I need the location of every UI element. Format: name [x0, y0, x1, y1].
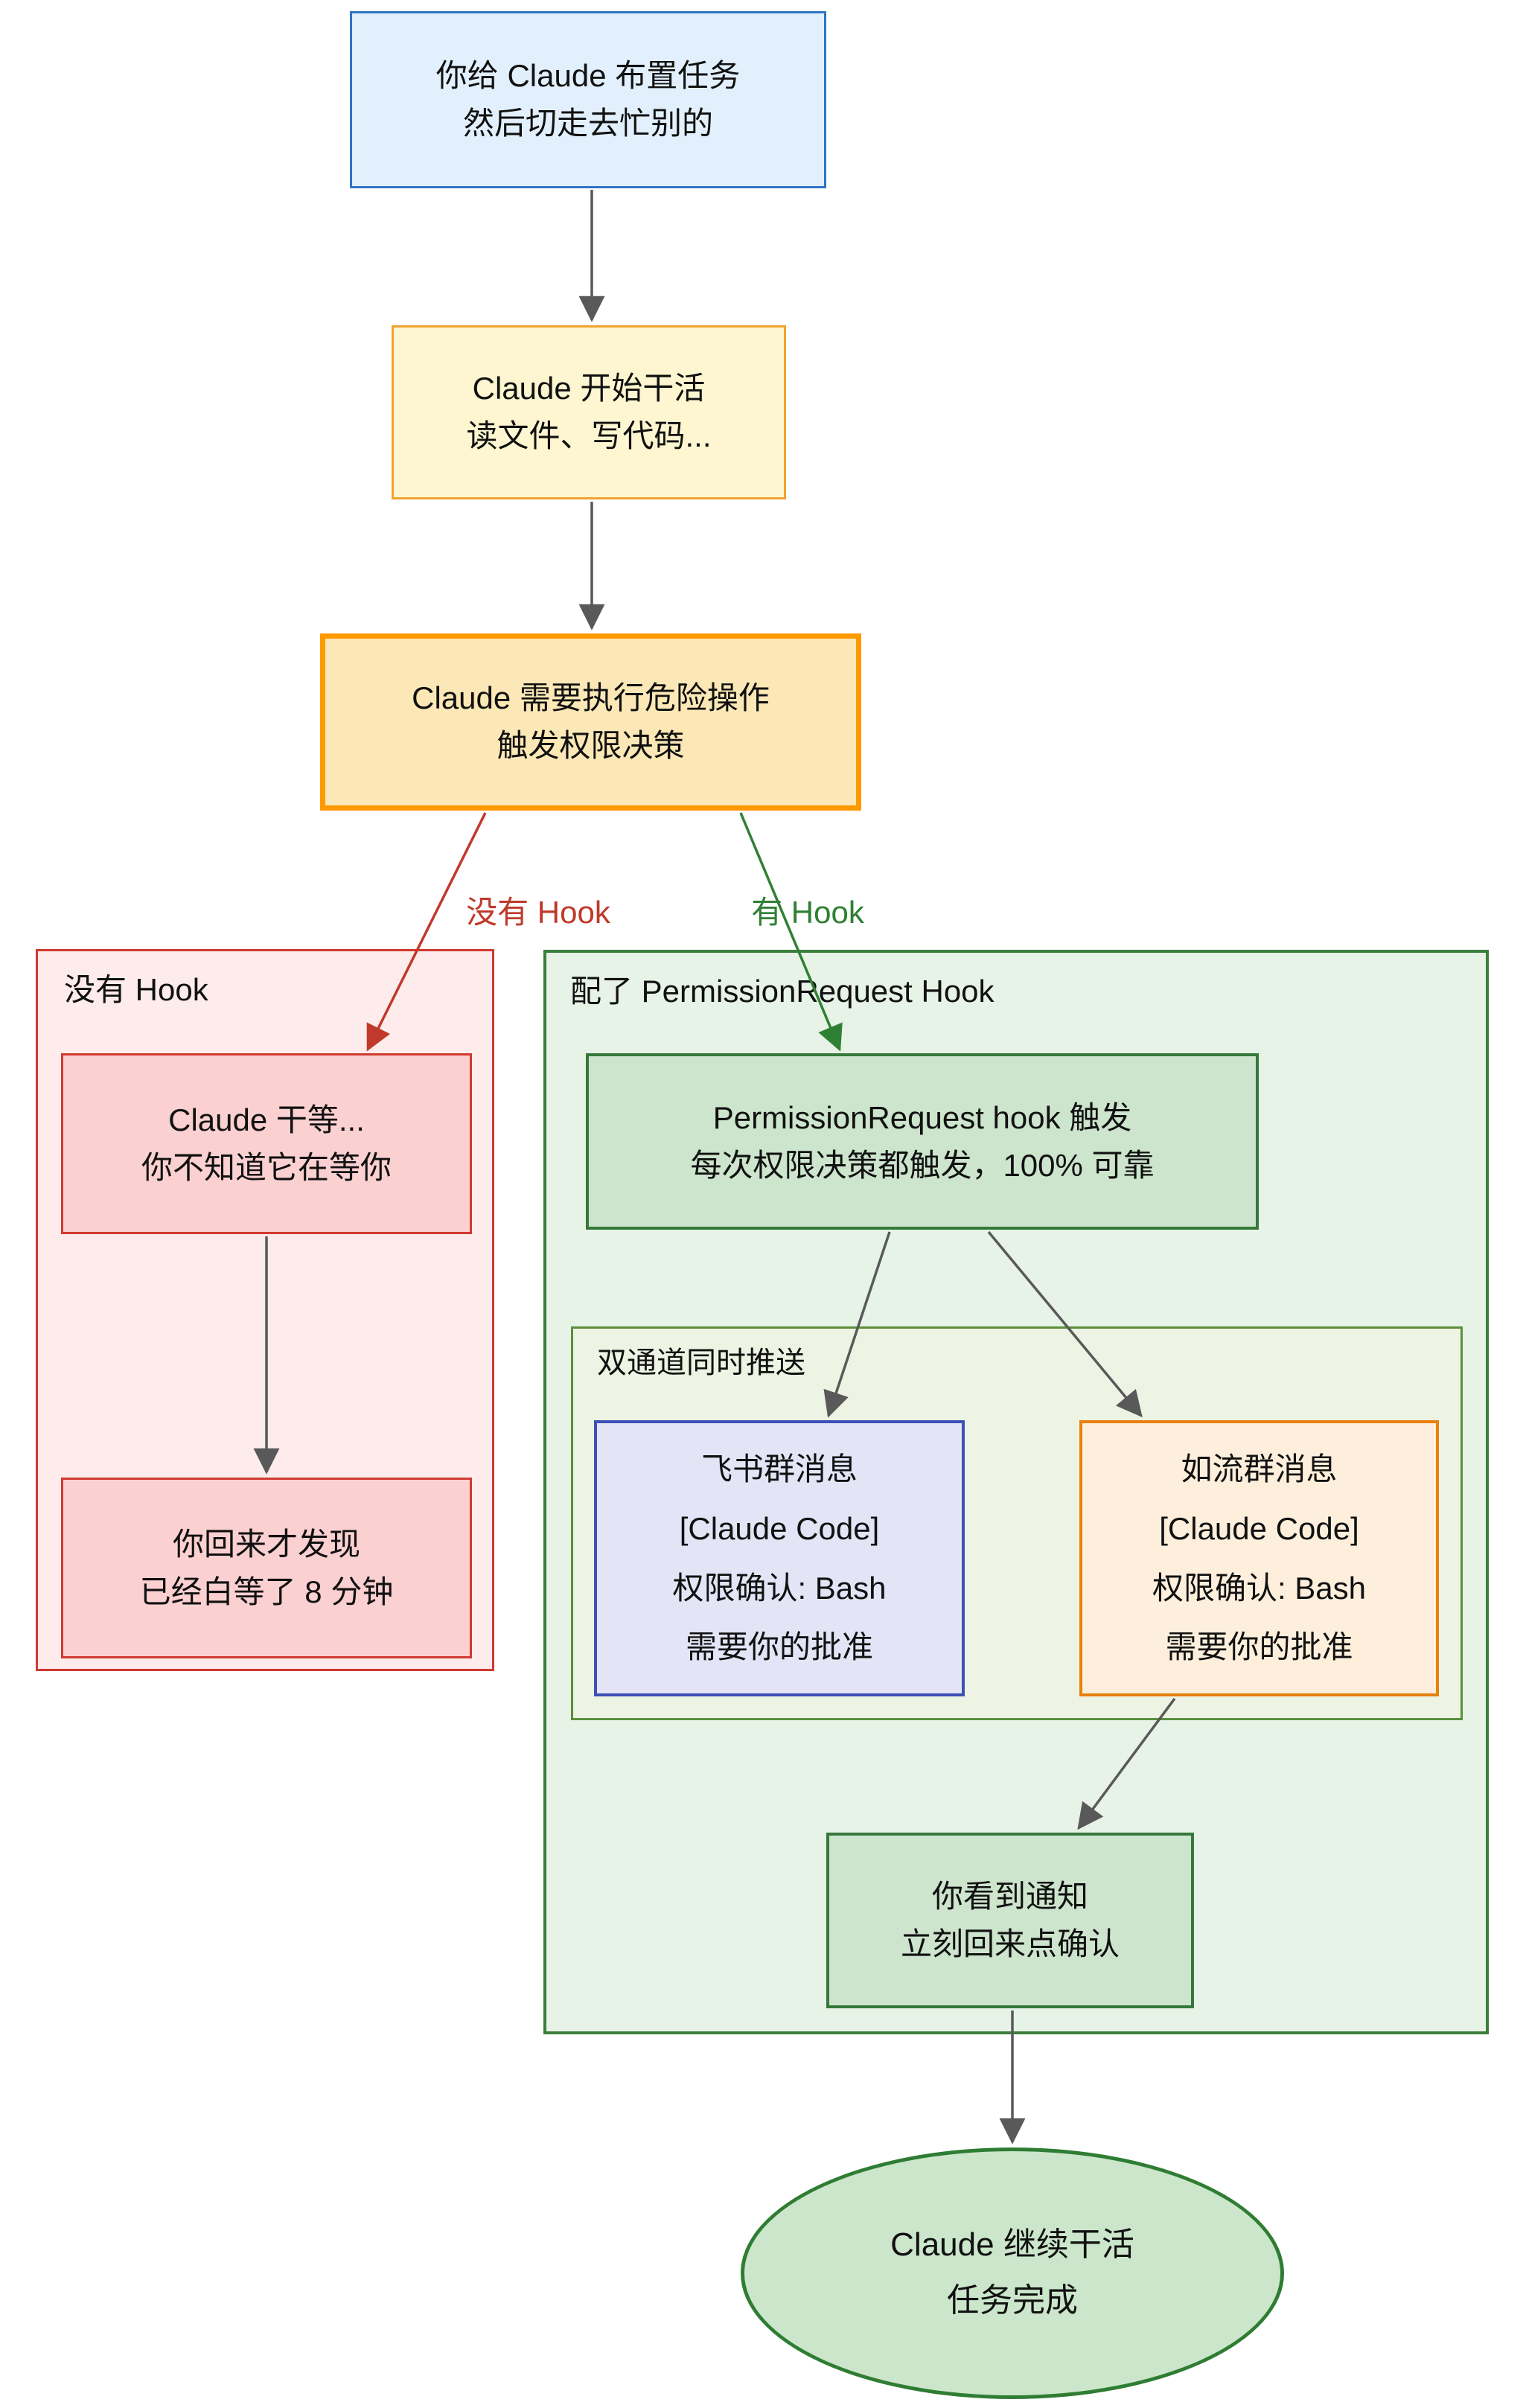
node-ruliu-message-line3: 权限确认: Bash [1152, 1570, 1367, 1606]
node-hook-triggered-line2: 每次权限决策都触发，100% 可靠 [690, 1147, 1155, 1183]
node-wasted-wait-line1: 你回来才发现 [172, 1526, 360, 1562]
node-task-done-line2: 任务完成 [947, 2282, 1078, 2319]
node-claude-waiting-line2: 你不知道它在等你 [141, 1149, 392, 1185]
node-feishu-message-line2: [Claude Code] [679, 1510, 880, 1546]
node-feishu-message-line1: 飞书群消息 [700, 1451, 858, 1486]
node-claude-working: Claude 开始干活 读文件、写代码... [392, 325, 786, 499]
node-ruliu-message-line4: 需要你的批准 [1165, 1629, 1353, 1665]
node-task-done-line1: Claude 继续干活 [890, 2226, 1134, 2264]
node-claude-working-line2: 读文件、写代码... [466, 418, 712, 453]
node-see-notice-line2: 立刻回来点确认 [900, 1926, 1120, 1961]
edge-label-no-hook: 没有 Hook [466, 895, 610, 930]
node-wasted-wait-line2: 已经白等了 8 分钟 [139, 1574, 394, 1609]
subgraph-dual-channel-title: 双通道同时推送 [597, 1347, 805, 1379]
node-claude-waiting-line1: Claude 干等... [168, 1102, 365, 1137]
node-dangerous-op: Claude 需要执行危险操作 触发权限决策 [320, 633, 861, 811]
subgraph-no-hook-title: 没有 Hook [64, 972, 208, 1007]
node-task-done: Claude 继续干活 任务完成 [741, 2147, 1284, 2399]
node-claude-waiting: Claude 干等... 你不知道它在等你 [61, 1053, 472, 1234]
node-feishu-message-line4: 需要你的批准 [685, 1629, 873, 1665]
node-assign-task-line1: 你给 Claude 布置任务 [435, 58, 741, 94]
subgraph-with-hook-title: 配了 PermissionRequest Hook [570, 974, 995, 1009]
node-dangerous-op-line2: 触发权限决策 [497, 728, 685, 763]
node-ruliu-message-line2: [Claude Code] [1159, 1510, 1359, 1546]
node-assign-task: 你给 Claude 布置任务 然后切走去忙别的 [350, 11, 826, 188]
edge-label-has-hook: 有 Hook [751, 895, 864, 930]
node-dangerous-op-line1: Claude 需要执行危险操作 [412, 680, 770, 716]
node-ruliu-message: 如流群消息 [Claude Code] 权限确认: Bash 需要你的批准 [1079, 1420, 1439, 1696]
node-hook-triggered: PermissionRequest hook 触发 每次权限决策都触发，100%… [586, 1053, 1259, 1230]
node-ruliu-message-line1: 如流群消息 [1181, 1451, 1338, 1486]
node-see-notice: 你看到通知 立刻回来点确认 [826, 1833, 1194, 2008]
node-hook-triggered-line1: PermissionRequest hook 触发 [712, 1099, 1132, 1135]
node-assign-task-line2: 然后切走去忙别的 [462, 106, 713, 141]
node-wasted-wait: 你回来才发现 已经白等了 8 分钟 [61, 1478, 472, 1658]
node-feishu-message: 飞书群消息 [Claude Code] 权限确认: Bash 需要你的批准 [594, 1420, 965, 1696]
node-see-notice-line1: 你看到通知 [931, 1879, 1088, 1914]
node-feishu-message-line3: 权限确认: Bash [672, 1570, 887, 1606]
node-claude-working-line1: Claude 开始干活 [472, 371, 706, 406]
